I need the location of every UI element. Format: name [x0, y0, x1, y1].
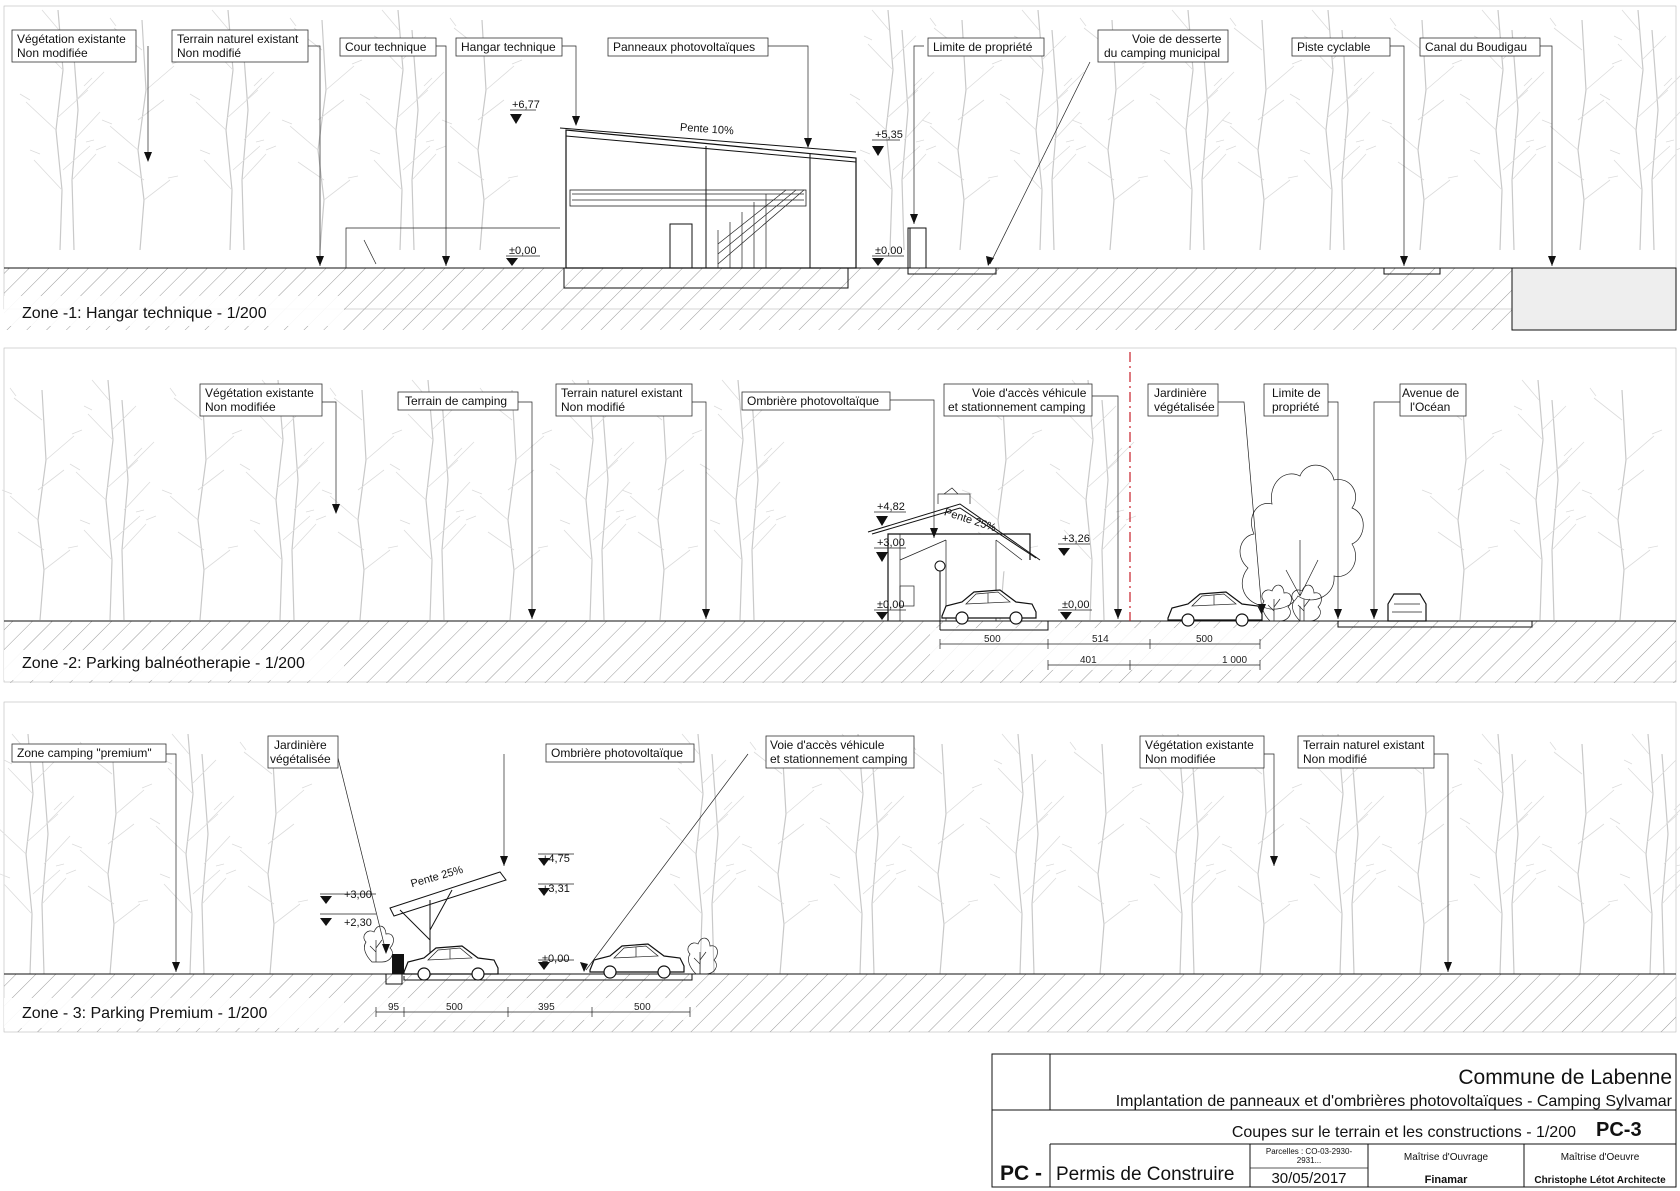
- svg-text:500: 500: [1196, 634, 1213, 645]
- svg-text:Terrain de camping: Terrain de camping: [405, 394, 507, 408]
- svg-text:±0,00: ±0,00: [875, 245, 902, 257]
- title-block: Commune de Labenne Implantation de panne…: [991, 1053, 1677, 1188]
- zone-3-dimensions: 95 500 395 500: [375, 1002, 691, 1017]
- svg-text:500: 500: [446, 1002, 463, 1013]
- svg-text:Avenue del'Océan: Avenue del'Océan: [1402, 386, 1459, 414]
- tb-moe-value: Christophe Létot Architecte: [1534, 1175, 1666, 1186]
- zone-3-section: Pente 25% +3,00 +2,30 +4,75 +3,31 ±0,00 …: [0, 701, 1680, 1033]
- zone-1-leaders: [144, 45, 1556, 266]
- svg-text:±0,00: ±0,00: [542, 953, 569, 965]
- svg-text:Zone camping "premium": Zone camping "premium": [17, 746, 152, 760]
- tb-drawing-number: PC-3: [1596, 1119, 1642, 1141]
- zone-2-leaders: [322, 395, 1400, 619]
- svg-text:500: 500: [634, 1002, 651, 1013]
- svg-text:+3,00: +3,00: [344, 889, 372, 901]
- svg-text:401: 401: [1080, 655, 1097, 666]
- svg-text:+6,77: +6,77: [512, 99, 540, 111]
- svg-text:500: 500: [984, 634, 1001, 645]
- tb-moe-label: Maîtrise d'Oeuvre: [1561, 1152, 1640, 1163]
- tb-drawing-title: Coupes sur le terrain et les constructio…: [1232, 1124, 1576, 1141]
- hangar-building: [559, 127, 857, 289]
- svg-text:Canal du Boudigau: Canal du Boudigau: [1425, 40, 1527, 54]
- svg-text:±0,00: ±0,00: [877, 599, 904, 611]
- zone-2-ombriere: [867, 487, 1049, 631]
- svg-text:+4,82: +4,82: [877, 501, 905, 513]
- svg-text:Panneaux photovoltaïques: Panneaux photovoltaïques: [613, 40, 755, 54]
- svg-text:Hangar technique: Hangar technique: [461, 40, 556, 54]
- zone-3-leaders: [166, 753, 1452, 972]
- tb-date: 30/05/2017: [1271, 1170, 1346, 1187]
- svg-text:+3,31: +3,31: [542, 883, 570, 895]
- svg-text:Ombrière photovoltaïque: Ombrière photovoltaïque: [551, 746, 683, 760]
- svg-text:±0,00: ±0,00: [509, 245, 536, 257]
- svg-text:+4,75: +4,75: [542, 853, 570, 865]
- svg-text:Piste cyclable: Piste cyclable: [1297, 40, 1371, 54]
- tb-commune: Commune de Labenne: [1458, 1066, 1672, 1089]
- svg-text:+5,35: +5,35: [875, 129, 903, 141]
- zone-2-dimensions: 500 514 500 401 1 000: [939, 634, 1261, 670]
- zone-3-title: Zone - 3: Parking Premium - 1/200: [22, 1005, 268, 1022]
- zone-2-title: Zone -2: Parking balnéotherapie - 1/200: [22, 655, 305, 672]
- svg-text:95: 95: [388, 1002, 400, 1013]
- tb-mo-label: Maîtrise d'Ouvrage: [1404, 1152, 1489, 1163]
- svg-text:+3,00: +3,00: [877, 537, 905, 549]
- tb-project: Implantation de panneaux et d'ombrières …: [1116, 1093, 1673, 1110]
- zone-1-title: Zone -1: Hangar technique - 1/200: [22, 305, 267, 322]
- label-cour-technique: Cour technique: [345, 40, 427, 54]
- svg-text:395: 395: [538, 1002, 555, 1013]
- tb-mo-value: Finamar: [1425, 1174, 1469, 1186]
- tb-parcels: Parcelles : CO-03-2930-2931...: [1266, 1147, 1353, 1165]
- zone-2-car-front: [1387, 593, 1427, 622]
- svg-text:Ombrière photovoltaïque: Ombrière photovoltaïque: [747, 394, 879, 408]
- svg-text:±0,00: ±0,00: [1062, 599, 1089, 611]
- zone-3-ombriere: [363, 871, 718, 985]
- zone-2-section: Pente 25% +4,82 +3,26 +3,00 ±0,00 ±0,00: [1, 347, 1677, 683]
- svg-text:+3,26: +3,26: [1062, 533, 1090, 545]
- tb-pc: PC -: [1000, 1162, 1042, 1185]
- svg-text:+2,30: +2,30: [344, 917, 372, 929]
- svg-text:514: 514: [1092, 634, 1109, 645]
- label-vegetation-1: Végétation existante: [17, 32, 126, 46]
- zone-2-big-tree: [1239, 464, 1364, 621]
- zone-2-levels: +4,82 +3,26 +3,00 ±0,00 ±0,00: [874, 501, 1092, 620]
- svg-text:Limite de propriété: Limite de propriété: [933, 40, 1033, 54]
- zone-1-slope: Pente 10%: [680, 122, 735, 138]
- zone-3-levels: +3,00 +2,30 +4,75 +3,31 ±0,00: [320, 853, 574, 970]
- zone-1-section: Pente 10% +6,77 +5,35 ±0,00 ±0,00: [3, 5, 1680, 331]
- svg-text:1 000: 1 000: [1222, 655, 1247, 666]
- zone-1-levels: +6,77 +5,35 ±0,00 ±0,00: [506, 99, 904, 266]
- tb-permit: Permis de Construire: [1056, 1164, 1234, 1185]
